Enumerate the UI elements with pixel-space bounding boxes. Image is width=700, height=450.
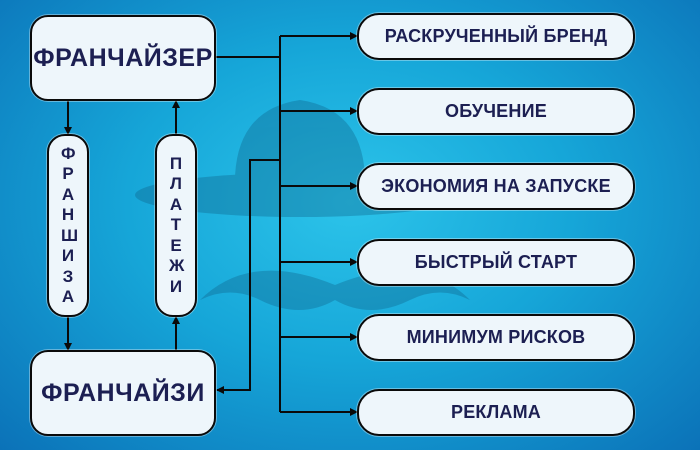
benefit-label: МИНИМУМ РИСКОВ [406, 327, 586, 347]
payments-box: ПЛАТЕЖИ [155, 134, 197, 317]
benefit-box-fast-start: БЫСТРЫЙ СТАРТ [357, 239, 635, 286]
payments-label: ПЛАТЕЖИ [169, 153, 185, 296]
benefit-label: ОБУЧЕНИЕ [445, 101, 547, 121]
benefit-box-advertising: РЕКЛАМА [357, 389, 635, 436]
franchise-box: ФРАНШИЗА [47, 134, 89, 317]
benefit-box-minimum-risks: МИНИМУМ РИСКОВ [357, 314, 635, 361]
franchisor-label: ФРАНЧАЙЗЕР [33, 43, 213, 72]
connector-to-franchisee [216, 159, 280, 394]
benefit-box-training: ОБУЧЕНИЕ [357, 88, 635, 135]
benefit-box-launch-savings: ЭКОНОМИЯ НА ЗАПУСКЕ [357, 163, 635, 210]
benefit-label: РАСКРУЧЕННЫЙ БРЕНД [384, 26, 608, 46]
franchise-label: ФРАНШИЗА [61, 143, 79, 307]
benefit-label: РЕКЛАМА [450, 402, 542, 422]
franchisee-box: ФРАНЧАЙЗИ [30, 350, 216, 436]
benefit-box-brand: РАСКРУЧЕННЫЙ БРЕНД [357, 13, 635, 60]
franchisor-box: ФРАНЧАЙЗЕР [30, 15, 216, 101]
franchisee-label: ФРАНЧАЙЗИ [41, 378, 205, 407]
benefit-label: БЫСТРЫЙ СТАРТ [414, 252, 578, 272]
benefit-label: ЭКОНОМИЯ НА ЗАПУСКЕ [381, 176, 611, 196]
